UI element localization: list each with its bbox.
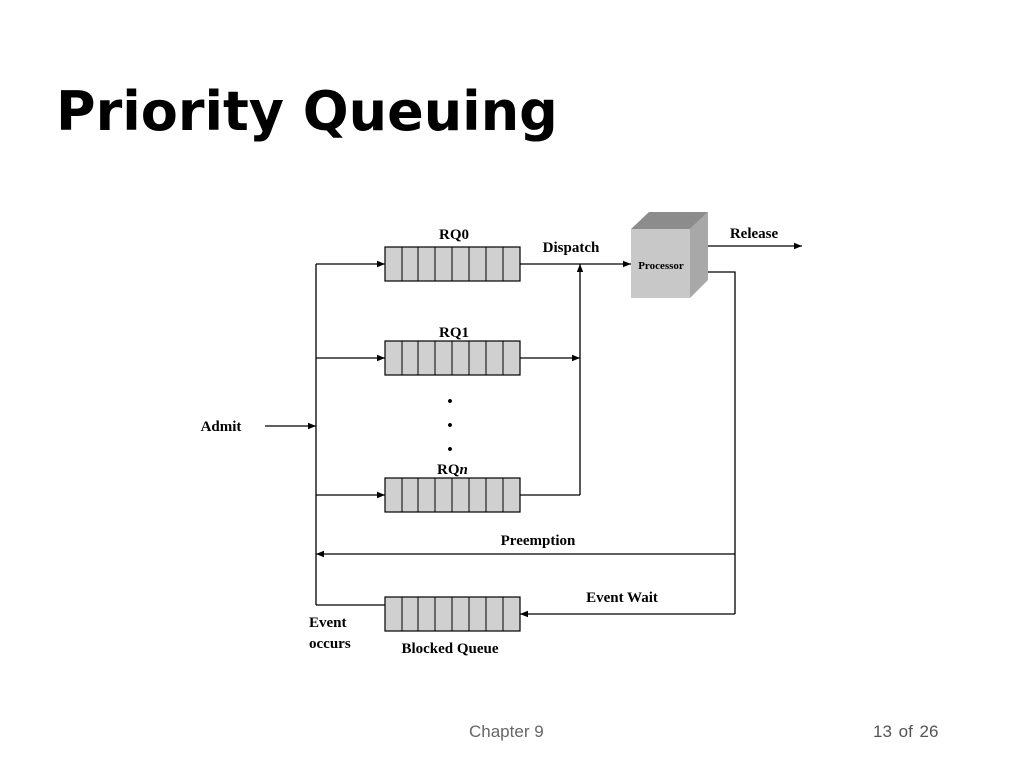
dispatch-label: Dispatch	[543, 240, 600, 256]
ellipsis-dot-3: •	[447, 442, 452, 458]
queue-rqn	[384, 477, 521, 513]
ellipsis-dot-2: •	[447, 418, 452, 434]
queue-rq0	[384, 246, 521, 282]
event-occurs-label-line1: Event	[309, 615, 347, 631]
slide-title: Priority Queuing	[56, 80, 558, 143]
footer-page-number: 13 of 26	[873, 722, 939, 741]
queue-blocked-label: Blocked Queue	[401, 641, 498, 657]
queue-rq1	[384, 340, 521, 376]
queue-rq1-label: RQ1	[439, 325, 469, 341]
queue-blocked	[384, 596, 521, 632]
return-bus-line	[708, 271, 736, 614]
preemption-label: Preemption	[501, 533, 576, 549]
admit-label: Admit	[201, 419, 242, 435]
event-occurs-label-line2: occurs	[309, 636, 351, 652]
release-label: Release	[730, 226, 779, 242]
ellipsis-dot-1: •	[447, 394, 452, 410]
processor-box	[631, 212, 708, 298]
queue-rq0-label: RQ0	[439, 227, 469, 243]
queue-rqn-label: RQn	[437, 462, 468, 478]
processor-label: Processor	[638, 260, 684, 272]
event-wait-label: Event Wait	[586, 590, 658, 606]
footer-chapter: Chapter 9	[469, 722, 544, 741]
queue-rqn-label-prefix: RQ	[437, 462, 460, 478]
queue-rqn-label-suffix: n	[460, 462, 468, 478]
